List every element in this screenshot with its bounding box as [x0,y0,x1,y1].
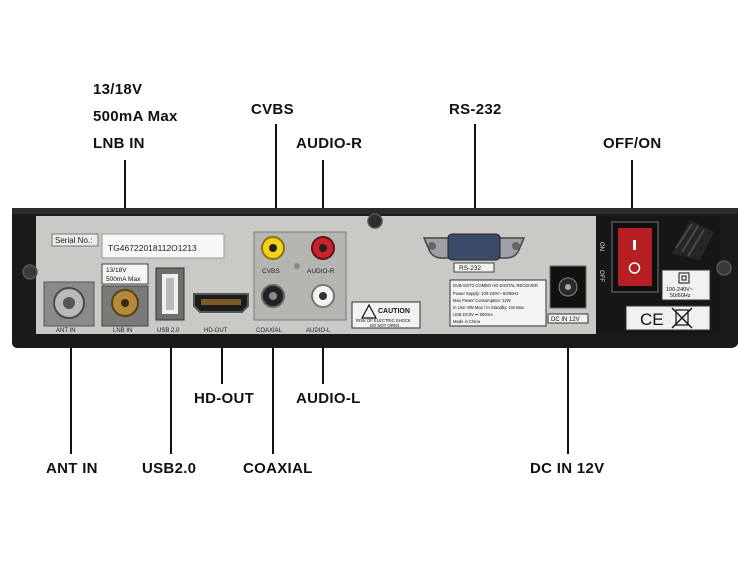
cvbs-leader-line [275,124,277,212]
hdmi-port-label: HD-OUT [204,328,228,334]
serial-number-text: TG46722018112O1213 [108,243,197,253]
rs232-leader-line [474,124,476,212]
warning-icon [360,303,378,319]
coaxial-leader-line [272,332,274,454]
hd-out-label: HD-OUT [194,390,255,407]
rs232-label-box [453,262,495,273]
usb-label: USB2.0 [142,460,197,477]
lnb-leader-line [124,160,126,212]
screw-left [22,264,38,280]
spec-line4: USB DC5V ⎓ 500mA [453,312,493,317]
lnb-in-label: LNB IN [93,135,145,152]
ant-in-port-label: ANT IN [56,328,76,334]
power-switch-rocker [618,228,652,286]
lnb-current-label: 500mA Max [93,108,178,125]
lnb-sticker-line2: 500mA Max [106,276,141,283]
spec-line3: In Use: 8W Max / In Standby: 1W Max [453,305,525,310]
audio-l-port-label: AUDIO-L [306,328,331,334]
ce-mark: CE [640,310,664,329]
coaxial-label: COAXIAL [243,460,313,477]
lnb-sticker-line1: 13/18V [106,267,127,274]
hd-out-leader-line [221,332,223,384]
screw-top [367,213,383,229]
ant-in-label: ANT IN [46,460,98,477]
lnb-sticker [101,263,149,285]
lnb-voltage-label: 13/18V [93,81,143,98]
dc-in-label-box [547,313,589,324]
dc-in-leader-line [567,332,569,454]
psu-line1: 100-240V~ [666,287,693,293]
caution-line1: RISK OF ELECTRIC SHOCK [356,318,411,323]
switch-on-label: ON [598,242,604,251]
spec-sticker [449,279,547,327]
psu-line2: 50/60Hz [670,293,691,299]
audio-r-label: AUDIO-R [296,135,363,152]
cvbs-port-label: CVBS [262,268,280,275]
audio-l-leader-line [322,332,324,384]
coaxial-port-label: COAXIAL [256,328,283,334]
rs232-port-label: RS-232 [459,265,481,272]
off-on-leader-line [631,160,633,212]
lnb-in-port-label: LNB IN [113,328,132,334]
psu-sticker [661,269,711,301]
double-insulation-icon [678,272,690,284]
screw-right [716,260,732,276]
switch-off-label: OFF [598,270,604,282]
caution-line2: DO NOT OPEN [370,323,399,328]
audio-l-label: AUDIO-L [296,390,361,407]
audio-r-port-label: AUDIO-R [307,268,335,275]
serial-label-box [51,233,99,247]
caution-title: CAUTION [378,308,410,315]
cvbs-label: CVBS [251,101,294,118]
ce-sticker [625,305,711,331]
usb-port-label: USB 2.0 [157,328,180,334]
rs232-label: RS-232 [449,101,502,118]
casing-top-edge [12,208,738,214]
spec-line1: Power Supply: 100-240V~ 50/60Hz [453,291,519,296]
ground-screw [294,263,300,269]
spec-line5: Made in China [453,319,481,324]
ant-in-leader-line [70,332,72,454]
off-on-label: OFF/ON [603,135,662,152]
dc-in-label: DC IN 12V [530,460,605,477]
serial-label-text: Serial No.: [55,236,92,245]
weee-bin-icon [671,307,693,329]
usb-leader-line [170,332,172,454]
spec-line2: Max Power Consumption: 12W [453,298,511,303]
audio-r-leader-line [322,160,324,212]
dc-in-port-label: DC IN 12V [551,317,580,323]
spec-title: DVB-S2/T2 COMBO HD DIGITAL RECEIVER [453,283,538,288]
serial-number-sticker [101,233,225,259]
